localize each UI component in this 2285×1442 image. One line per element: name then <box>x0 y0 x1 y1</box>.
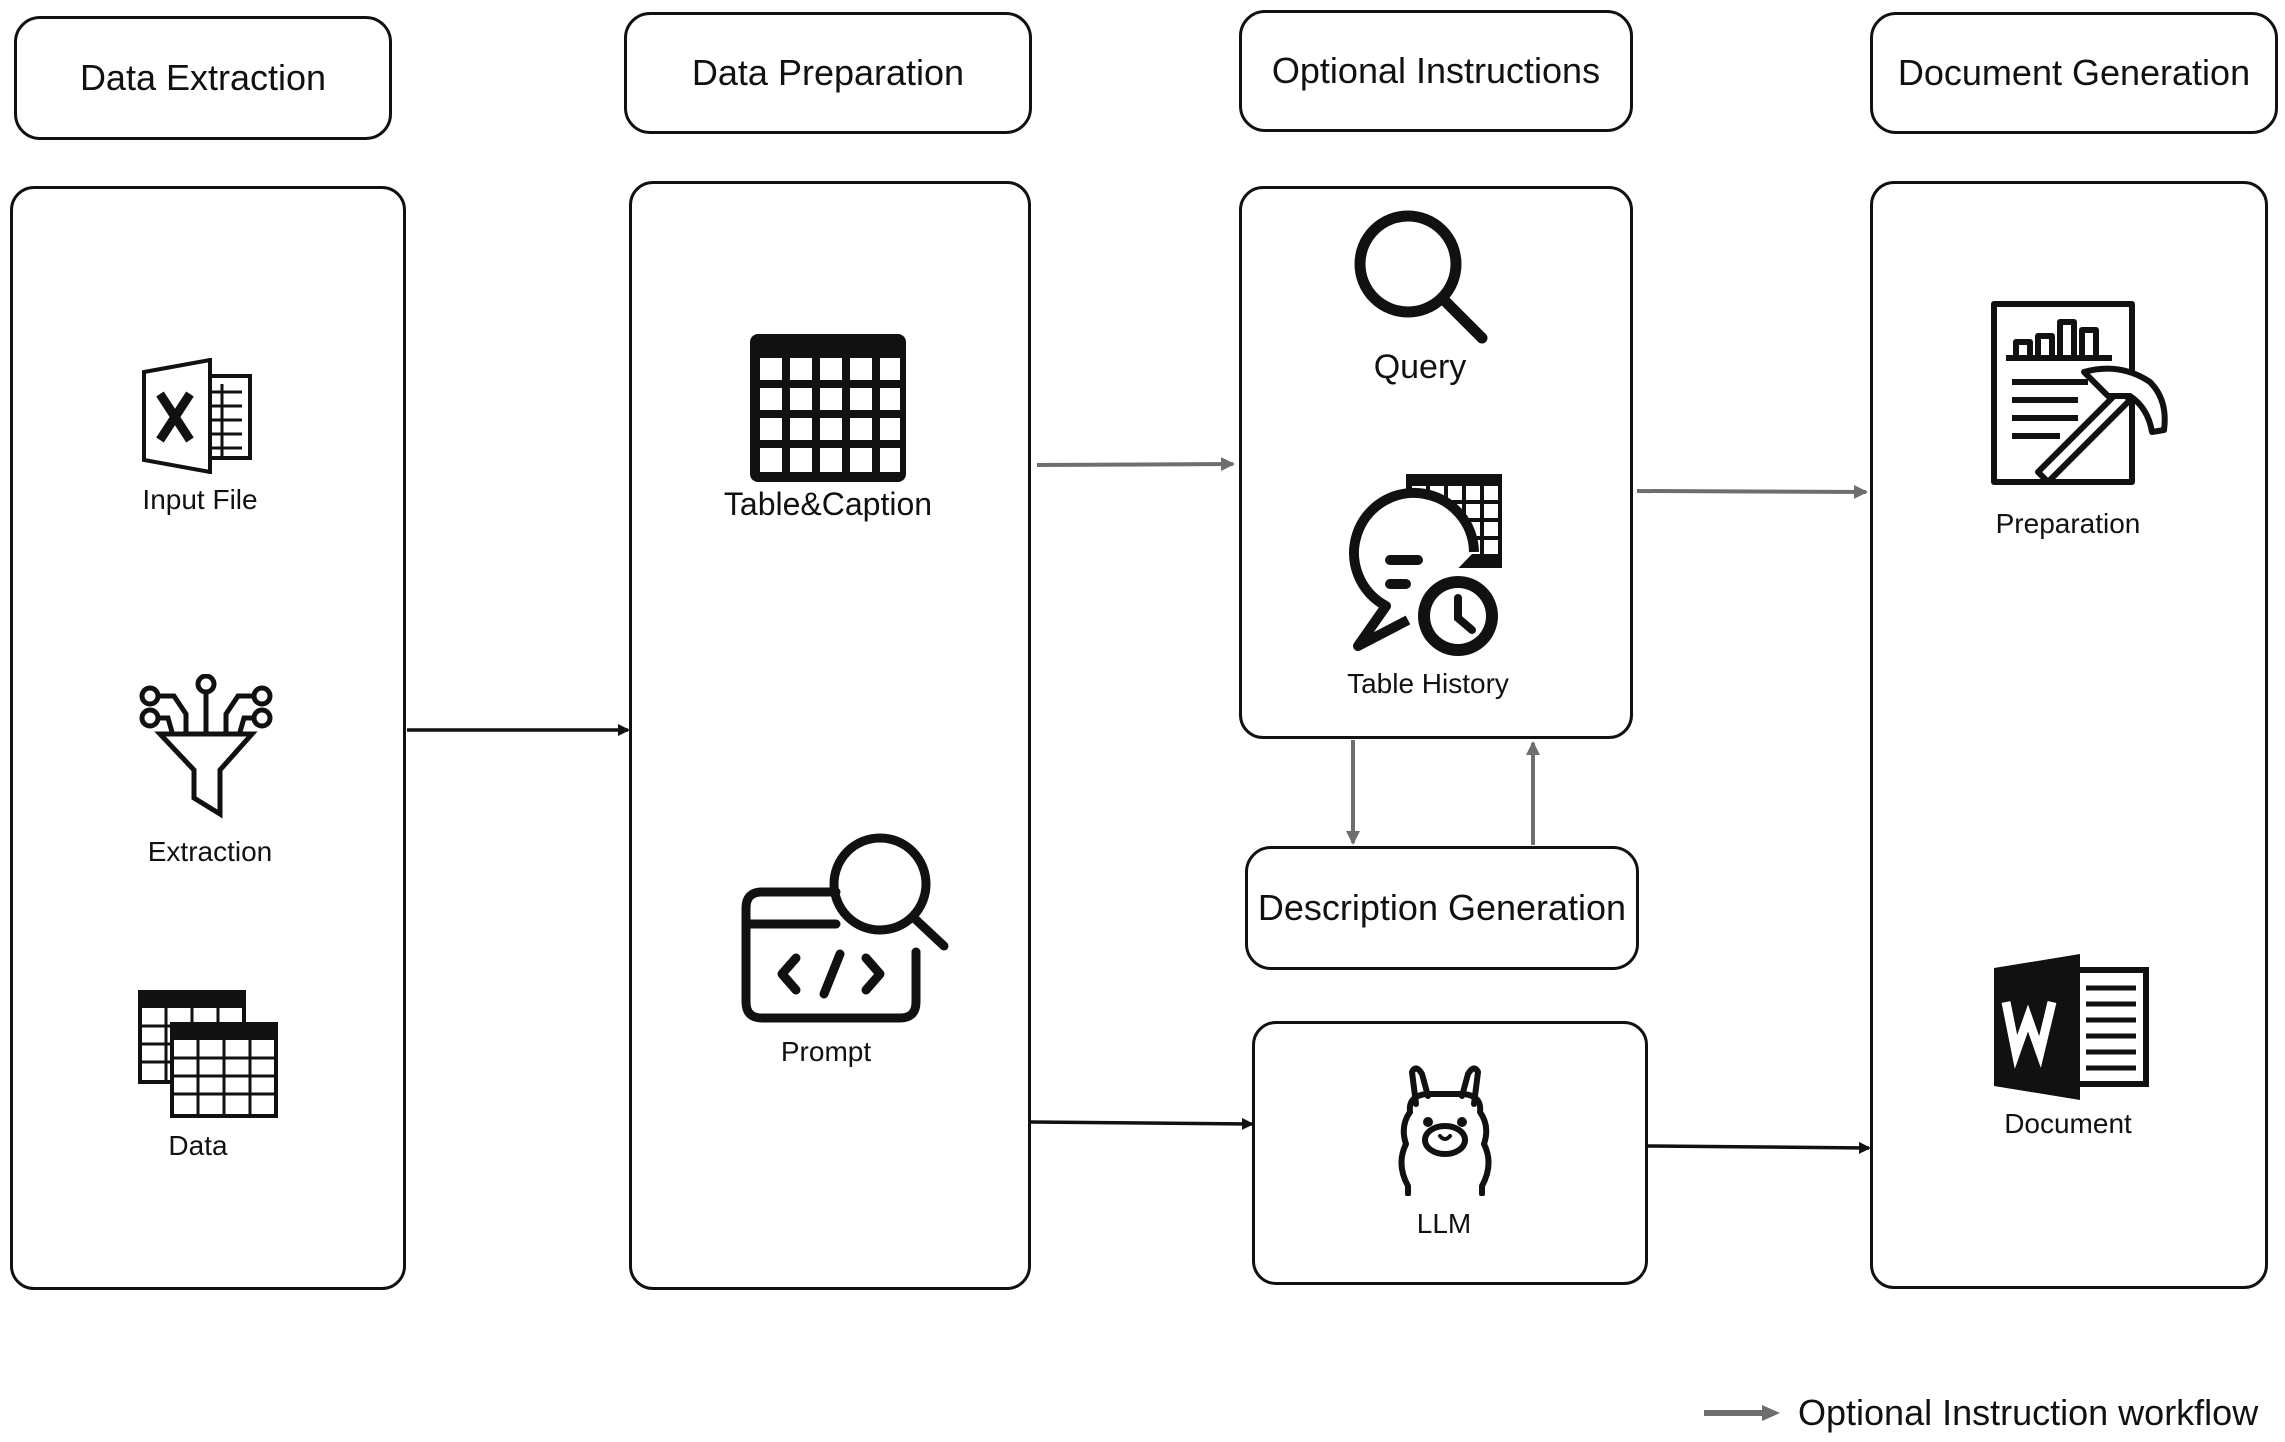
label-table-history: Table History <box>1347 668 1509 699</box>
filter-funnel-icon <box>139 674 273 819</box>
header-document-generation: Document Generation <box>1870 12 2278 134</box>
panel-document-generation <box>1870 181 2268 1289</box>
arrow-optional-to-document <box>1636 484 1868 499</box>
arrow-preparation-to-optional <box>1036 457 1235 472</box>
label-input-file: Input File <box>142 484 258 515</box>
data-tables-icon <box>138 990 278 1118</box>
label-document: Document <box>2004 1108 2132 1139</box>
report-tools-icon <box>1991 301 2168 485</box>
header-data-preparation: Data Preparation <box>624 12 1032 134</box>
label-table-caption: Table&Caption <box>723 486 933 522</box>
llama-icon <box>1398 1065 1492 1196</box>
header-optional-instructions: Optional Instructions <box>1239 10 1633 132</box>
label-llm: LLM <box>1416 1208 1472 1239</box>
chat-history-icon <box>1349 474 1502 656</box>
label-prompt: Prompt <box>780 1036 872 1067</box>
word-document-icon <box>1994 954 2149 1100</box>
arrow-llm-to-document <box>1647 1141 1871 1154</box>
label-data: Data <box>168 1130 228 1161</box>
arrow-preparation-to-llm <box>1030 1117 1254 1130</box>
label-query: Query <box>1373 348 1467 386</box>
legend-label: Optional Instruction workflow <box>1798 1392 2259 1433</box>
excel-file-icon <box>142 358 252 474</box>
label-preparation: Preparation <box>1995 508 2141 539</box>
legend-arrow-icon <box>1704 1405 1780 1421</box>
magnifier-icon <box>1354 210 1488 344</box>
label-extraction: Extraction <box>147 836 273 867</box>
table-icon <box>750 334 906 482</box>
header-data-extraction: Data Extraction <box>14 16 392 140</box>
description-generation-box: Description Generation <box>1245 846 1639 970</box>
code-search-icon <box>741 833 949 1023</box>
